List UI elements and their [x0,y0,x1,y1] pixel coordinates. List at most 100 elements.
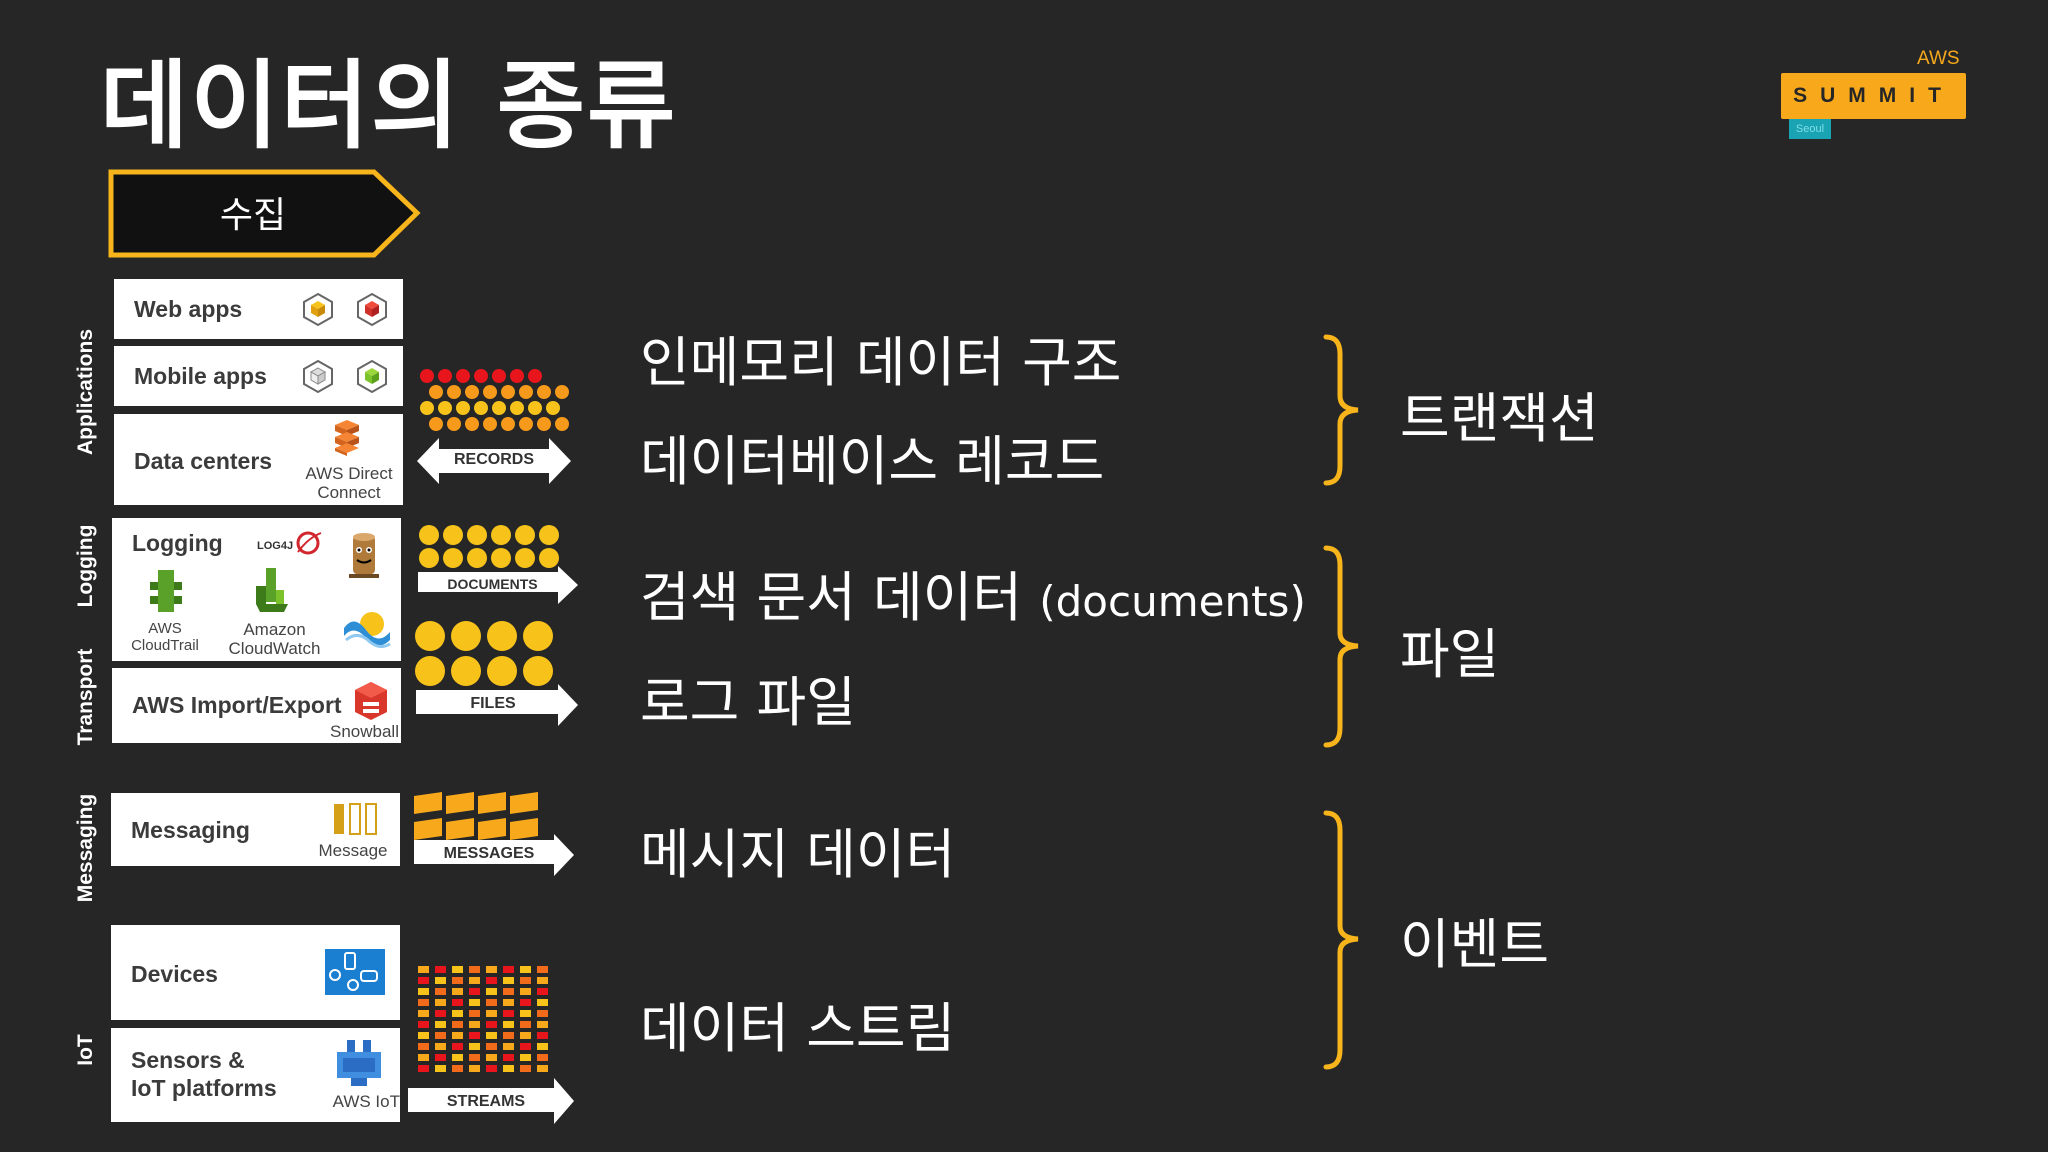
stream-cell [452,1065,463,1072]
stream-cell [452,966,463,973]
stream-cell [520,988,531,995]
stream-cell [520,966,531,973]
brace-file [1323,545,1359,748]
streams-grid [418,966,548,1072]
brace-transaction [1323,334,1359,486]
seoul-logo-tag: Seoul [1789,119,1831,139]
direct-connect-icon [335,420,359,456]
aws-iot-label: AWS IoT [332,1092,400,1111]
stream-cell [486,966,497,973]
sensors-line-2: IoT platforms [131,1075,277,1101]
messages-arrow [414,834,574,876]
card-mobile-apps: Mobile apps [114,346,403,406]
stream-cell [452,999,463,1006]
brace-event [1323,810,1359,1070]
data-type-in-memory: 인메모리 데이터 구조 [640,331,1122,394]
cube-gray-icon [303,359,333,394]
stream-cell [418,977,429,984]
stream-cell [435,1054,446,1061]
stream-cell [418,1043,429,1050]
card-web-apps-label: Web apps [134,296,243,322]
card-import-export: AWS Import/Export Snowball [112,668,401,743]
card-web-apps: Web apps [114,279,403,339]
records-label: RECORDS [453,451,534,468]
message-label: Message [318,841,388,860]
messages-label: MESSAGES [443,845,535,862]
stream-cell [435,966,446,973]
stream-cell [469,988,480,995]
stream-cell [520,999,531,1006]
card-devices-label: Devices [131,961,218,987]
aws-logo-text: AWS [1917,48,1960,69]
stream-cell [503,1010,514,1017]
stream-cell [418,1010,429,1017]
stream-cell [418,1054,429,1061]
stream-cell [503,1021,514,1028]
stream-cell [435,1065,446,1072]
collect-label: 수집 [219,195,287,236]
stream-cell [435,999,446,1006]
section-label-transport: Transport [74,648,97,746]
section-label-iot: IoT [74,1034,97,1066]
stream-cell [520,1021,531,1028]
log4j-feather-icon [296,531,322,555]
cloudtrail-line-1: AWS [148,620,182,637]
stream-cell [537,977,548,984]
data-type-message-data: 메시지 데이터 [640,823,956,886]
aws-iot-icon [337,1040,381,1086]
stream-cell [503,1054,514,1061]
stream-cell [469,1065,480,1072]
stream-cell [537,988,548,995]
search-docs-english: (documents) [1039,577,1306,626]
stream-cell [469,1043,480,1050]
stream-cell [520,1054,531,1061]
direct-connect-line-2: Connect [317,483,381,502]
stream-cell [469,1010,480,1017]
stream-cell [537,1054,548,1061]
stream-cell [418,999,429,1006]
stream-cell [452,1021,463,1028]
stream-cell [452,988,463,995]
stream-cell [486,1054,497,1061]
category-transaction: 트랜잭션 [1400,387,1599,450]
stream-cell [537,1021,548,1028]
stream-cell [435,1010,446,1017]
stream-cell [486,1043,497,1050]
files-arrow [416,684,578,726]
stream-cell [503,988,514,995]
stream-cell [537,1043,548,1050]
stream-cell [435,1021,446,1028]
card-devices: Devices [111,925,400,1020]
streams-arrow [408,1078,574,1124]
cloudwatch-icon [256,568,288,612]
stream-cell [503,966,514,973]
cloudwatch-line-1: Amazon [243,620,306,639]
stream-cell [503,977,514,984]
records-arrow [417,438,571,484]
message-queue-icon [334,803,377,835]
stream-cell [537,1032,548,1039]
stream-cell [520,1065,531,1072]
fluentd-icon [344,612,391,648]
stream-cell [435,988,446,995]
snowball-icon [355,682,387,720]
section-label-applications: Applications [74,328,97,456]
data-type-log-files: 로그 파일 [640,671,856,734]
stream-cell [486,1065,497,1072]
stream-cell [486,1021,497,1028]
stream-cell [469,966,480,973]
stream-cell [435,977,446,984]
stream-cell [520,1010,531,1017]
data-type-db-records: 데이터베이스 레코드 [640,430,1105,493]
messages-tiles [414,792,538,840]
section-label-messaging: Messaging [74,793,97,903]
category-file: 파일 [1400,623,1500,686]
cloudtrail-icon [150,570,182,612]
stream-cell [537,999,548,1006]
card-data-centers-label: Data centers [134,448,273,474]
stream-cell [418,1032,429,1039]
files-label: FILES [470,695,516,712]
stream-cell [520,1032,531,1039]
stream-cell [520,977,531,984]
cloudtrail-label: AWS CloudTrail [120,620,210,654]
